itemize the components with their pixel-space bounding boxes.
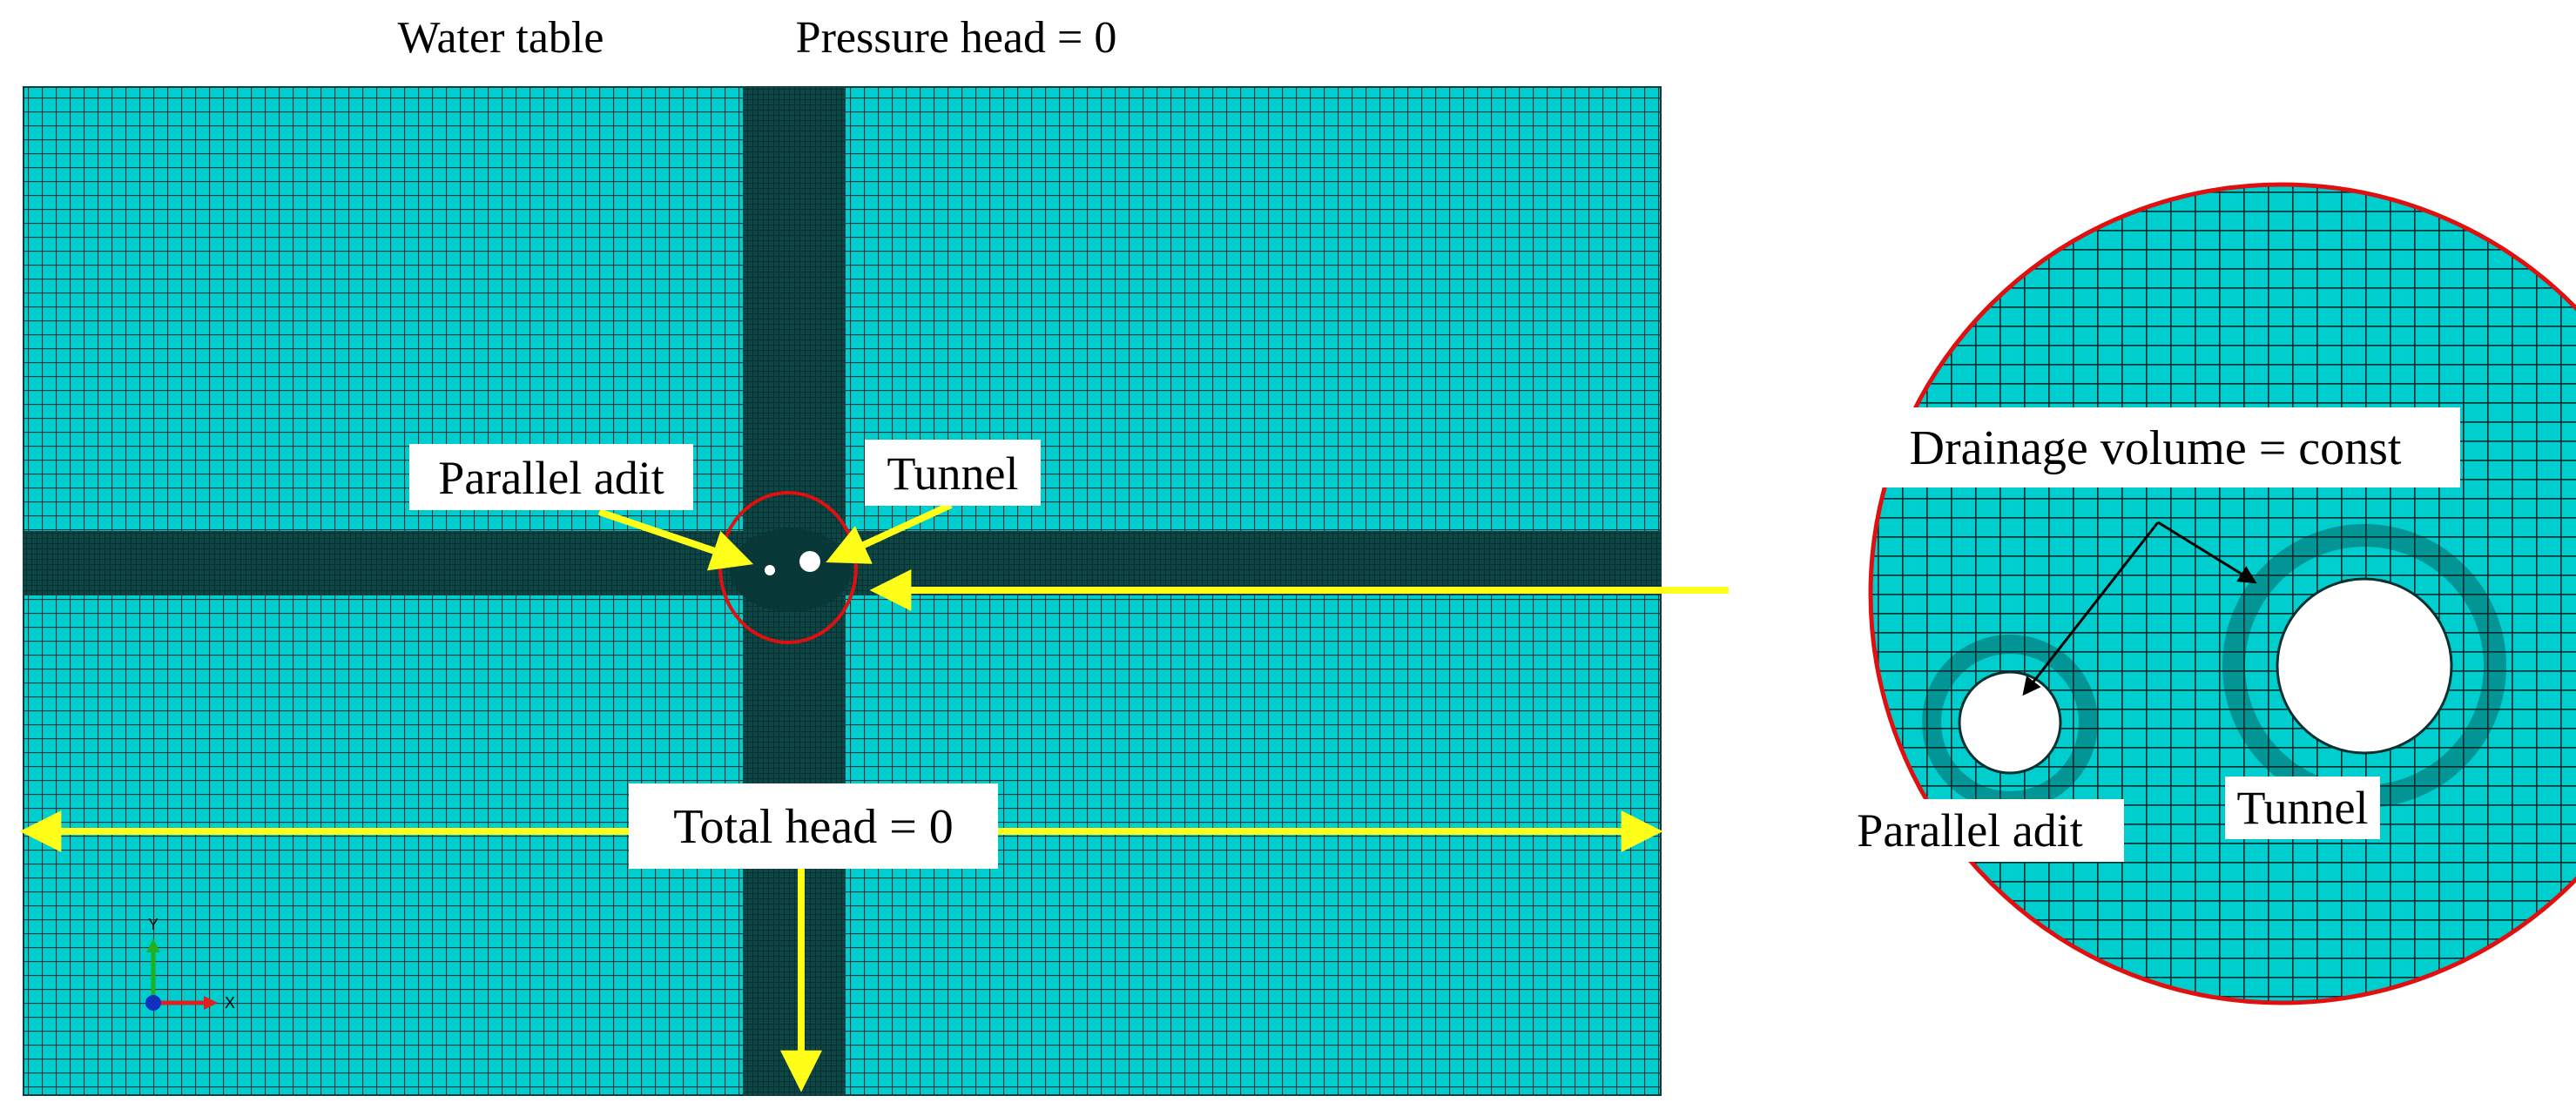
tunnel-label-box — [865, 440, 1041, 506]
zoom-parallel-adit-label-box — [1833, 799, 2124, 862]
xy-axis-triad-icon: Y X — [145, 916, 235, 1012]
drainage-leader-arrows — [2022, 521, 2257, 696]
zoom-view-border — [1868, 182, 2576, 1005]
zoom-view: Drainage volume = const Parallel adit Tu… — [1833, 182, 2576, 1005]
total-head-label: Total head = 0 — [673, 800, 954, 854]
axis-y-label: Y — [148, 916, 158, 933]
zoom-tunnel-hole — [2276, 577, 2453, 755]
pressure-head-label: Pressure head = 0 — [796, 13, 1117, 63]
drainage-volume-label-box — [1851, 407, 2460, 487]
callout-arrows — [597, 501, 953, 571]
zoom-tunnel-label: Tunnel — [2236, 782, 2368, 834]
zoom-tunnel-label-box — [2225, 776, 2380, 839]
zoom-parallel-adit-label: Parallel adit — [1857, 804, 2082, 857]
parallel-adit-label-box — [409, 444, 693, 510]
tunnel-hole — [799, 551, 820, 572]
parallel-adit-hole — [765, 565, 775, 575]
zoom-parallel-adit-hole — [1958, 670, 2062, 775]
drainage-volume-label: Drainage volume = const — [1910, 421, 2402, 475]
axis-x-label: X — [225, 994, 235, 1012]
total-head-arrows — [19, 810, 1663, 1092]
tunnel-region-mesh — [730, 528, 852, 612]
water-table-label: Water table — [398, 13, 604, 63]
tunnel-label: Tunnel — [887, 447, 1018, 500]
parallel-adit-label: Parallel adit — [438, 452, 664, 504]
total-head-label-box — [629, 783, 998, 869]
